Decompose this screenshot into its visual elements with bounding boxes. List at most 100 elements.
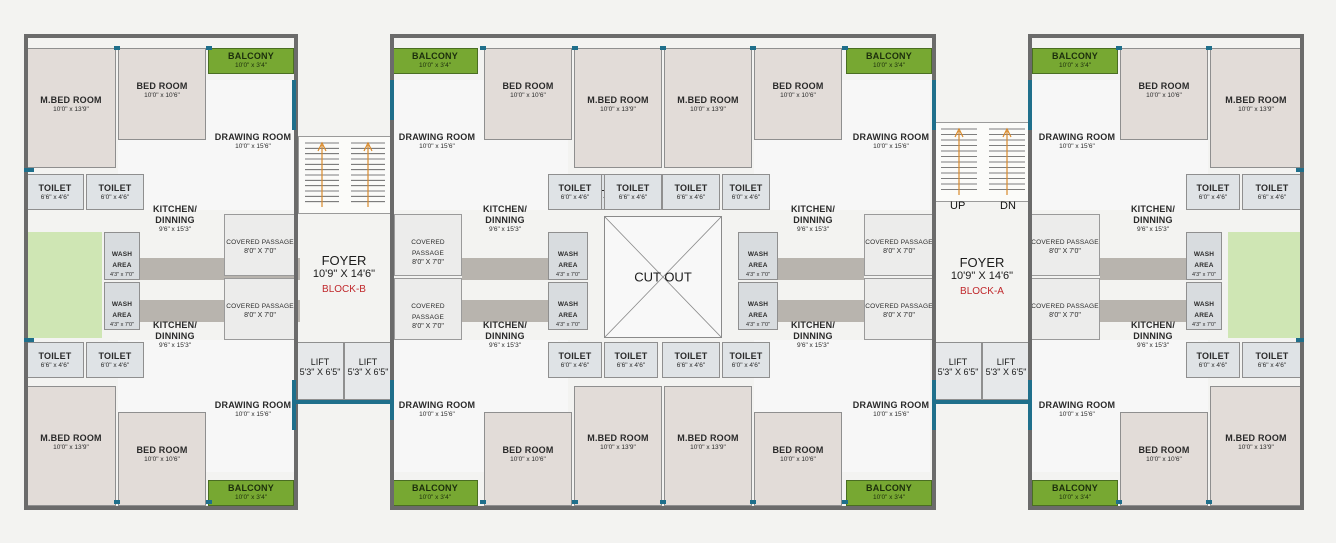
room-dimension: 10'0" x 10'6" bbox=[780, 92, 816, 99]
room-name: KITCHEN/ DINNING bbox=[1130, 204, 1176, 225]
foyer-title: FOYER bbox=[321, 253, 367, 268]
corridor bbox=[778, 258, 864, 280]
passage-room: COVERED PASSAGE 8'0" X 7'0" bbox=[224, 214, 296, 276]
window bbox=[390, 380, 394, 420]
room-name: WASH AREA bbox=[1193, 301, 1215, 319]
room-name: M.BED ROOM bbox=[40, 95, 102, 105]
room-dimension: 6'6" x 4'6" bbox=[676, 362, 706, 369]
room-name: DRAWING ROOM bbox=[1038, 400, 1116, 410]
foyer-dimension: 10'9" X 14'6" bbox=[312, 268, 376, 280]
lift-label: LIFT bbox=[948, 357, 968, 367]
window bbox=[1296, 338, 1304, 342]
room-name: BALCONY bbox=[412, 51, 458, 61]
room-dimension: 10'0" x 13'9" bbox=[1238, 106, 1274, 113]
room-dimension: 4'3" x 7'0" bbox=[555, 322, 581, 328]
room-name: TOILET bbox=[1196, 351, 1230, 361]
room-dimension: 10'0" x 13'9" bbox=[53, 444, 89, 451]
staircase bbox=[298, 136, 392, 214]
window bbox=[750, 500, 756, 504]
window bbox=[842, 500, 848, 504]
lift-dimension: 5'3" X 6'5" bbox=[347, 367, 389, 377]
room-dimension: 6'0" x 4'6" bbox=[1198, 362, 1228, 369]
room-name: DRAWING ROOM bbox=[398, 400, 476, 410]
room-name: WASH AREA bbox=[557, 251, 579, 269]
room-dimension: 9'6" x 15'3" bbox=[796, 342, 830, 349]
room-name: DRAWING ROOM bbox=[214, 132, 292, 142]
room-name: WASH AREA bbox=[1193, 251, 1215, 269]
room-name: COVERED PASSAGE bbox=[226, 303, 294, 310]
block-name: BLOCK-B bbox=[322, 284, 366, 295]
room-dimension: 6'0" x 4'6" bbox=[1198, 194, 1228, 201]
room-dimension: 10'0" x 15'6" bbox=[419, 143, 455, 150]
window bbox=[572, 46, 578, 50]
room-name: M.BED ROOM bbox=[1225, 95, 1287, 105]
room-name: BALCONY bbox=[866, 483, 912, 493]
stair-down-label: DN bbox=[1000, 200, 1016, 212]
room-dimension: 10'0" x 10'6" bbox=[144, 92, 180, 99]
room-dimension: 10'0" x 3'4" bbox=[1058, 494, 1092, 501]
room-dimension: 10'0" x 10'6" bbox=[510, 456, 546, 463]
room-name: BED ROOM bbox=[136, 81, 188, 91]
room-name: TOILET bbox=[614, 351, 648, 361]
room-dimension: 10'0" x 15'6" bbox=[873, 143, 909, 150]
room-dimension: 6'0" x 4'6" bbox=[560, 194, 590, 201]
room-name: BED ROOM bbox=[502, 445, 554, 455]
room-name: TOILET bbox=[674, 183, 708, 193]
corridor bbox=[462, 300, 548, 322]
room-name: BED ROOM bbox=[136, 445, 188, 455]
room-name: TOILET bbox=[38, 183, 72, 193]
room-name: KITCHEN/ DINNING bbox=[1130, 320, 1176, 341]
window bbox=[206, 500, 212, 504]
room-dimension: 10'0" x 15'6" bbox=[419, 411, 455, 418]
room-dimension: 9'6" x 15'3" bbox=[1136, 226, 1170, 233]
corridor bbox=[1100, 258, 1186, 280]
room-dimension: 8'0" X 7'0" bbox=[412, 323, 444, 330]
outer-wall bbox=[1300, 34, 1304, 510]
room-name: BED ROOM bbox=[1138, 81, 1190, 91]
window bbox=[292, 80, 296, 130]
room-name: COVERED PASSAGE bbox=[1031, 239, 1099, 246]
window bbox=[934, 400, 1028, 404]
window bbox=[1296, 168, 1304, 172]
room-dimension: 8'0" X 7'0" bbox=[244, 248, 276, 255]
room-name: COVERED PASSAGE bbox=[226, 239, 294, 246]
room-dimension: 9'6" x 15'3" bbox=[158, 226, 192, 233]
room-name: TOILET bbox=[558, 183, 592, 193]
room-name: COVERED PASSAGE bbox=[865, 239, 933, 246]
room-dimension: 6'6" x 4'6" bbox=[618, 194, 648, 201]
room-name: DRAWING ROOM bbox=[398, 132, 476, 142]
window bbox=[1116, 46, 1122, 50]
window bbox=[114, 46, 120, 50]
room-dimension: 10'0" x 3'4" bbox=[872, 494, 906, 501]
room-name: WASH AREA bbox=[111, 301, 133, 319]
room-name: BALCONY bbox=[228, 483, 274, 493]
room-dimension: 10'0" x 15'6" bbox=[1059, 143, 1095, 150]
room-name: M.BED ROOM bbox=[677, 95, 739, 105]
window bbox=[932, 380, 936, 430]
room-name: KITCHEN/ DINNING bbox=[790, 204, 836, 225]
window bbox=[480, 500, 486, 504]
